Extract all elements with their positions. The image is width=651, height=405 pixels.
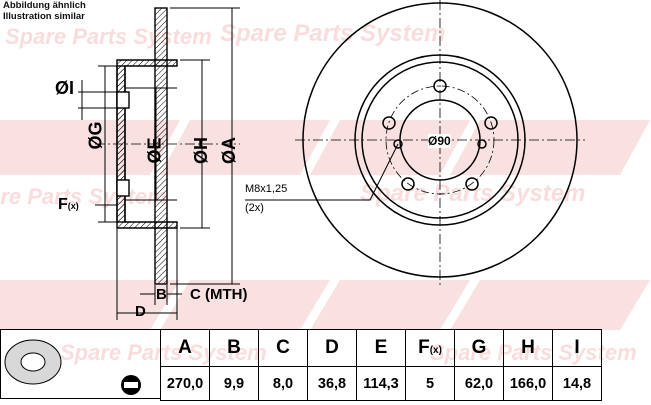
spec-table: A B C D E F(x) G H I 270,0 9,9 8,0 36,8 … (160, 329, 602, 401)
header-a: A (160, 329, 210, 367)
value-b: 9,9 (209, 366, 259, 401)
value-f: 5 (405, 366, 455, 401)
value-g: 62,0 (454, 366, 504, 401)
label-pcd: Ø90 (428, 134, 451, 148)
label-dia-i: ØI (55, 78, 75, 98)
header-g: G (454, 329, 504, 367)
watermark-tagline: Spare Parts System (220, 20, 446, 47)
label-thread: M8x1,25 (245, 183, 288, 195)
header-h: H (503, 329, 553, 367)
label-dia-e: ØE (144, 137, 165, 164)
header-d: D (307, 329, 357, 367)
label-c: C (MTH) (190, 286, 248, 303)
watermark-tagline: Spare Parts System (360, 180, 586, 207)
watermark-tagline: Spare Parts System (0, 184, 167, 209)
dimension-lines (78, 7, 240, 320)
spec-header-row: A B C D E F(x) G H I (160, 329, 602, 367)
caption-english: Illustration similar (3, 11, 85, 22)
value-i: 14,8 (552, 366, 602, 401)
value-d: 36,8 (307, 366, 357, 401)
friction-ring-section (154, 7, 168, 285)
label-dia-g: ØG (85, 121, 106, 150)
disc-thumbnail-icon (4, 339, 141, 395)
value-c: 8,0 (258, 366, 308, 401)
label-dia-a: ØA (219, 137, 239, 164)
header-c: C (258, 329, 308, 367)
spec-values-row: 270,0 9,9 8,0 36,8 114,3 5 62,0 166,0 14… (160, 366, 602, 401)
thread-leader (245, 143, 399, 201)
label-dia-h: ØH (191, 137, 211, 164)
value-a: 270,0 (160, 366, 210, 401)
value-h: 166,0 (503, 366, 553, 401)
icon-cell (0, 329, 160, 399)
watermark-tagline: Spare Parts System (5, 24, 212, 49)
label-d: D (135, 303, 146, 320)
header-f: F(x) (405, 329, 455, 367)
watermark-logo (0, 120, 650, 330)
value-e: 114,3 (356, 366, 406, 401)
header-e: E (356, 329, 406, 367)
header-i: I (552, 329, 602, 367)
caption-german: Abbildung ähnlich (3, 0, 86, 11)
disc-measure-icon (121, 375, 141, 395)
header-b: B (209, 329, 259, 367)
label-f: F(x) (58, 196, 79, 213)
label-b: B (156, 286, 167, 303)
label-thread-count: (2x) (245, 202, 264, 214)
